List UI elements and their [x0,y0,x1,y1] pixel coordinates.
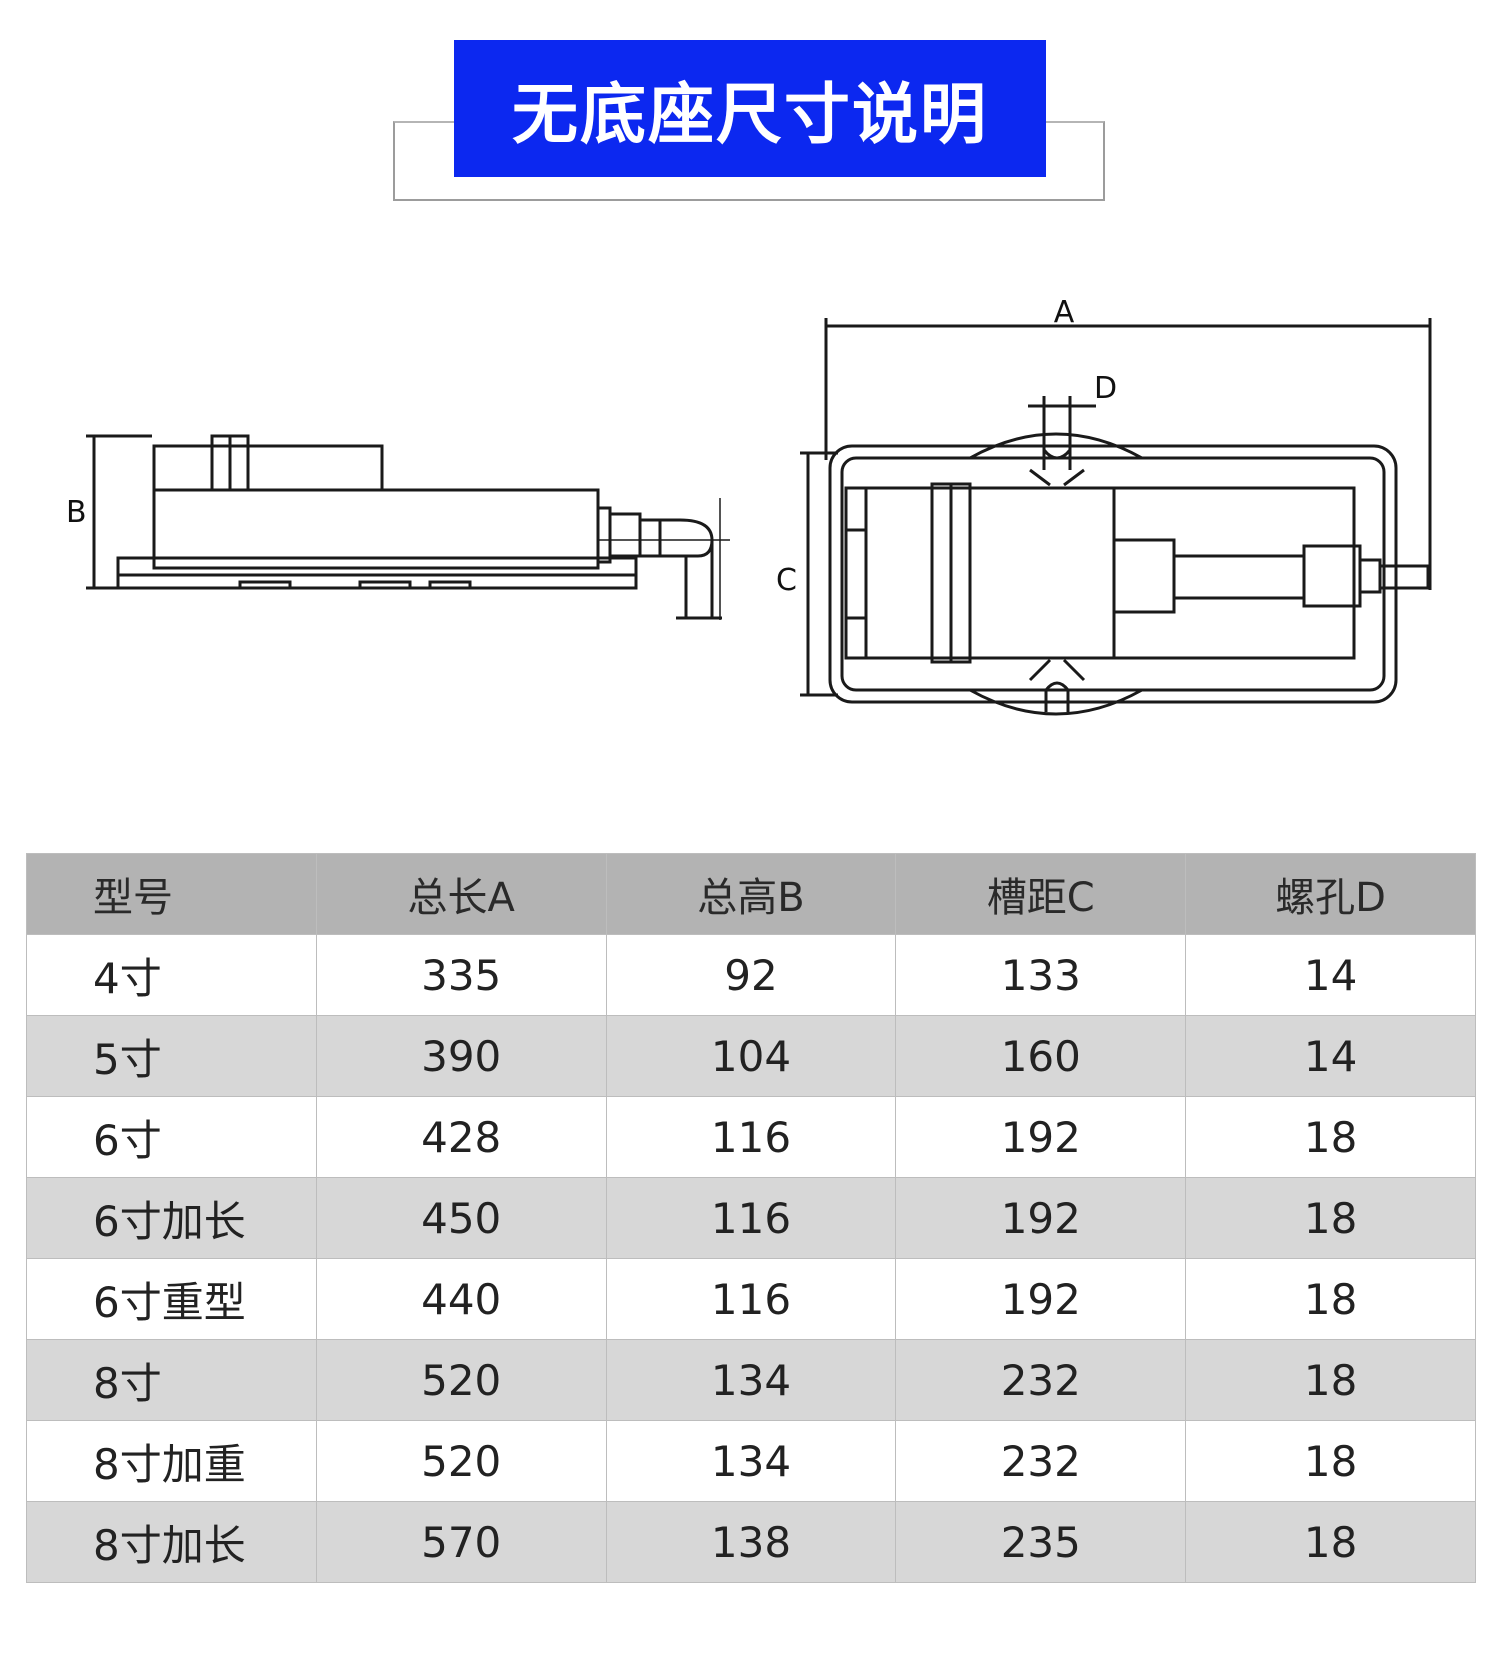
cell-height: 134 [605,1420,897,1502]
cell-slot: 232 [895,1339,1187,1421]
cell-bolt: 18 [1185,1420,1476,1502]
cell-length: 335 [315,934,607,1016]
table-row: 6寸 428 116 192 18 [26,1096,1476,1178]
spec-table: 型号 总长A 总高B 槽距C 螺孔D 4寸 335 92 133 14 5寸 3… [26,853,1476,1583]
dimension-label-c: C [776,563,797,598]
cell-length: 450 [315,1177,607,1259]
top-view [800,318,1432,716]
cell-bolt: 18 [1185,1258,1476,1340]
cell-bolt: 14 [1185,1015,1476,1097]
cell-bolt: 18 [1185,1096,1476,1178]
table-row: 8寸加长 570 138 235 18 [26,1501,1476,1583]
cell-model: 6寸重型 [26,1258,317,1340]
cell-height: 104 [605,1015,897,1097]
column-header-slot: 槽距C [895,853,1187,935]
cell-height: 116 [605,1177,897,1259]
cell-slot: 133 [895,934,1187,1016]
cell-length: 440 [315,1258,607,1340]
column-header-length: 总长A [315,853,607,935]
cell-slot: 235 [895,1501,1187,1583]
cell-model: 8寸加长 [26,1501,317,1583]
cell-length: 520 [315,1420,607,1502]
cell-height: 138 [605,1501,897,1583]
cell-slot: 232 [895,1420,1187,1502]
cell-slot: 192 [895,1096,1187,1178]
cell-height: 116 [605,1096,897,1178]
cell-bolt: 18 [1185,1501,1476,1583]
cell-model: 6寸 [26,1096,317,1178]
page-title: 无底座尺寸说明 [454,40,1046,177]
dimension-label-a: A [1054,295,1075,330]
cell-bolt: 14 [1185,934,1476,1016]
cell-slot: 192 [895,1258,1187,1340]
vise-dimension-drawing: A B C D [66,295,1432,716]
dimension-label-b: B [66,495,87,530]
table-row: 8寸加重 520 134 232 18 [26,1420,1476,1502]
cell-height: 92 [605,934,897,1016]
cell-model: 8寸 [26,1339,317,1421]
table-row: 5寸 390 104 160 14 [26,1015,1476,1097]
column-header-model: 型号 [26,853,317,935]
cell-model: 5寸 [26,1015,317,1097]
table-row: 6寸加长 450 116 192 18 [26,1177,1476,1259]
cell-height: 116 [605,1258,897,1340]
table-row: 6寸重型 440 116 192 18 [26,1258,1476,1340]
cell-height: 134 [605,1339,897,1421]
cell-model: 6寸加长 [26,1177,317,1259]
cell-slot: 160 [895,1015,1187,1097]
cell-bolt: 18 [1185,1339,1476,1421]
column-header-bolt: 螺孔D [1185,853,1476,935]
cell-length: 570 [315,1501,607,1583]
cell-bolt: 18 [1185,1177,1476,1259]
side-view [86,434,730,620]
table-row: 8寸 520 134 232 18 [26,1339,1476,1421]
cell-model: 4寸 [26,934,317,1016]
cell-length: 520 [315,1339,607,1421]
cell-length: 390 [315,1015,607,1097]
cell-slot: 192 [895,1177,1187,1259]
table-header-row: 型号 总长A 总高B 槽距C 螺孔D [26,853,1476,935]
table-row: 4寸 335 92 133 14 [26,934,1476,1016]
cell-length: 428 [315,1096,607,1178]
cell-model: 8寸加重 [26,1420,317,1502]
dimension-label-d: D [1094,371,1117,406]
column-header-height: 总高B [605,853,897,935]
